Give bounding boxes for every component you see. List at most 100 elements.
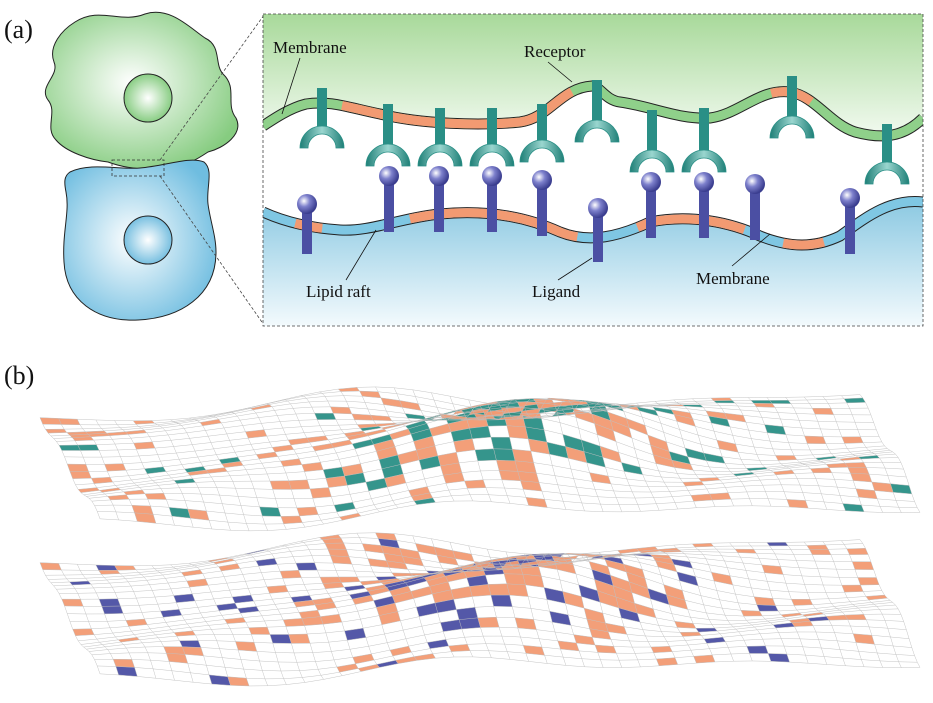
receptor-cup [681,149,727,173]
receptor-surface-patch [408,423,430,435]
ligand-group [297,166,860,262]
receptor-surface-patch [370,434,393,445]
label-ligand: Ligand [532,282,581,301]
ligand-surface-patch [610,575,632,593]
ligand-surface-patch [415,543,437,556]
ligand-surface-patch [327,548,350,557]
ligand-surface-patch [301,616,324,626]
green-cell [45,11,239,170]
ligand-stalk [302,210,312,254]
ligand-surface-patch [490,595,513,607]
receptor-surface-patch [437,452,460,466]
ligand-surface-patch [557,640,580,651]
receptor-surface-patch [607,412,630,428]
receptor-surface-patch [681,404,704,408]
ligand-surface-patch [101,606,124,614]
ligand-surface-patch [488,583,510,596]
ligand-surface-patch [360,580,382,586]
ligand-surface-patch [434,546,456,559]
ligand-surface-patch [595,644,617,654]
ligand-surface-patch [424,572,446,582]
receptor-surface-patch [187,509,210,521]
receptor-surface-patch [647,434,670,452]
ligand-surface-patch [173,593,195,603]
receptor-4 [469,108,515,167]
ligand-surface-patch [807,616,830,622]
ligand-surface-patch [676,571,699,586]
ligand-surface-patch [519,560,541,567]
receptor-surface-patch [565,399,587,402]
receptor-surface-patch [125,430,147,435]
ligand-surface-patch [435,599,457,613]
receptor-surface-patch [312,443,334,452]
ligand-surface-patch [270,634,292,644]
ligand-surface-patch [773,622,795,628]
receptor-surface-patch [184,466,206,473]
receptor-surface-patch [493,448,515,461]
ligand-surface-patch [207,557,230,562]
ligand-surface-patch [349,591,371,600]
ligand-surface-patch [216,603,238,611]
ligand-surface-patch [322,582,345,589]
ligand-surface-patch [400,576,422,581]
ligand-surface-patch [113,659,135,668]
ligand-surface-patch [391,572,414,577]
receptor-surface-patch [419,455,441,470]
receptor-surface-patch [538,406,560,414]
receptor-stalk [882,124,892,170]
receptor-surface-patch [682,481,705,487]
receptor-3 [417,108,463,167]
ligand-stalk [434,182,444,232]
receptor-surface-patch [296,506,319,516]
receptor-surface-patch [528,438,550,455]
ligand-surface-patch [166,653,188,664]
ligand-surface-patch [98,570,120,575]
receptor-surface-mesh [39,386,921,532]
receptor-surface-patch [357,423,379,429]
receptor-cup [574,119,620,143]
receptor-surface-patch [581,439,603,458]
receptor-surface-patch [280,515,303,524]
ligand-surface-patch [163,646,185,655]
ligand-head [482,166,502,186]
receptor-1 [299,88,345,149]
receptor-surface-patch [512,449,534,463]
receptor-surface-patch [804,435,826,444]
ligand-surface-patch [373,596,395,608]
receptor-surface-patch [360,426,382,431]
receptor-surface-patch [200,419,222,426]
ligand-surface-patch [295,562,318,571]
ligand-stalk [593,214,603,262]
receptor-surface-patch [133,441,155,450]
receptor-surface-patch [399,400,421,411]
ligand-surface-patch [636,546,658,552]
leader-ligand [557,257,593,281]
receptor-surface-patch [850,473,872,483]
receptor-surface-patch [669,451,691,465]
receptor-surface-patch [376,446,398,460]
ligand-surface-patch [841,585,864,593]
receptor-surface-patch [703,453,725,464]
ligand-surface-patch [320,576,342,584]
ligand-surface-patch [416,602,438,617]
receptor-surface-patch [522,416,545,430]
ligand-surface-patch [578,584,600,603]
ligand-surface-patch [469,584,491,597]
receptor-surface-patch [104,463,126,472]
ligand-surface-patch [766,542,789,546]
ligand-surface-patch [591,569,614,586]
receptor-surface-patch [564,411,586,415]
panel-a-label: (a) [4,15,33,44]
ligand-head [745,174,765,194]
receptor-surface-patch [847,467,870,475]
receptor-surface-patch [674,414,696,427]
receptor-surface-patch [131,505,154,515]
receptor-surface-patch [733,472,755,476]
receptor-cup [769,115,815,139]
ligand-stalk [646,188,656,238]
receptor-surface-patch [440,462,462,476]
ligand-surface-patch [61,599,84,607]
label-membrane-bottom: Membrane [696,269,770,288]
ligand-surface-patch [227,676,250,686]
ligand-head [694,172,714,192]
